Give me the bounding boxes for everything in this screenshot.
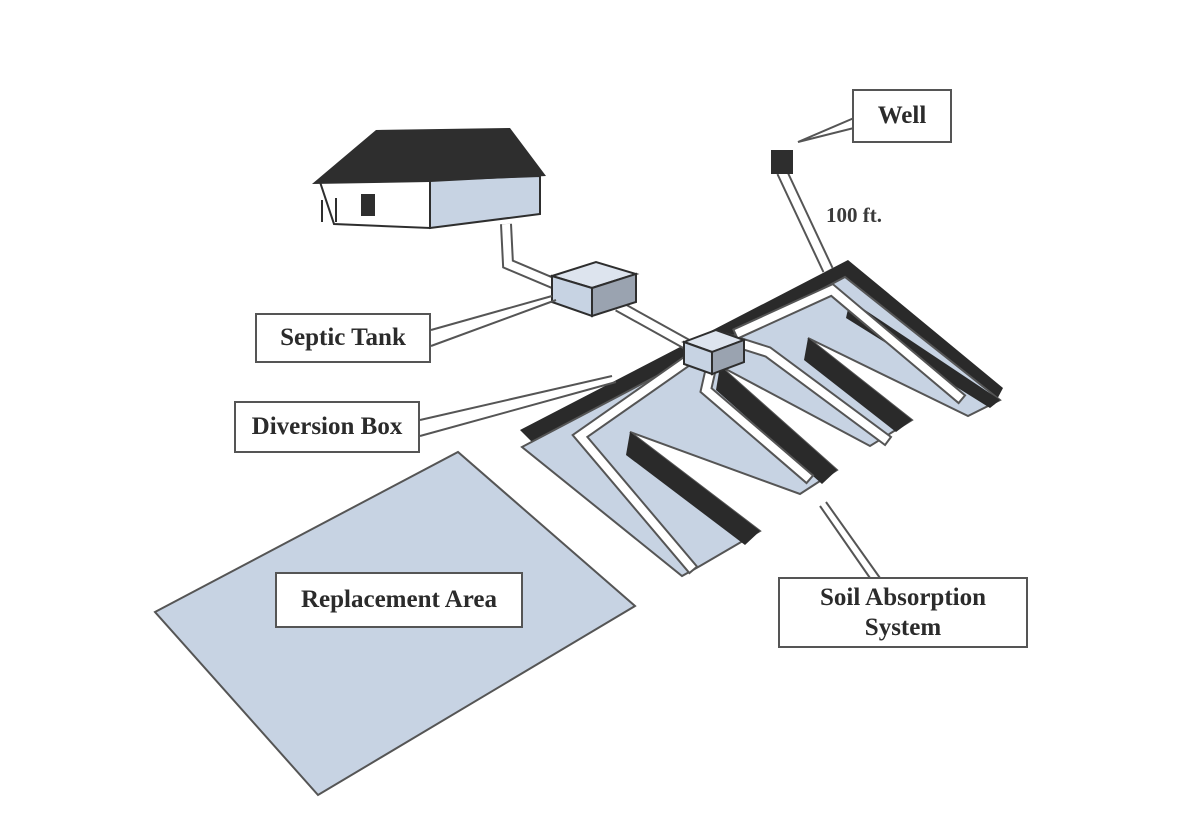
soil-absorption-line1: Soil Absorption	[819, 583, 987, 611]
replacement-area-label: Replacement Area	[275, 572, 523, 628]
house-icon	[312, 128, 546, 230]
diversion-box-icon	[681, 328, 747, 376]
trench-wall-1	[626, 432, 760, 545]
septic-tank-icon	[548, 260, 640, 318]
soil-absorption-line2: System	[864, 613, 942, 641]
trench-wall-2	[716, 366, 837, 484]
diversion-box-label: Diversion Box	[234, 401, 420, 453]
well-label: Well	[852, 89, 952, 143]
septic-tank-label: Septic Tank	[255, 313, 431, 363]
well-icon	[771, 150, 793, 174]
trench-wall-3	[804, 338, 912, 432]
soil-absorption-label: Soil Absorption System	[778, 577, 1028, 648]
callout-leaders	[419, 116, 881, 579]
distance-label: 100 ft.	[826, 203, 882, 227]
